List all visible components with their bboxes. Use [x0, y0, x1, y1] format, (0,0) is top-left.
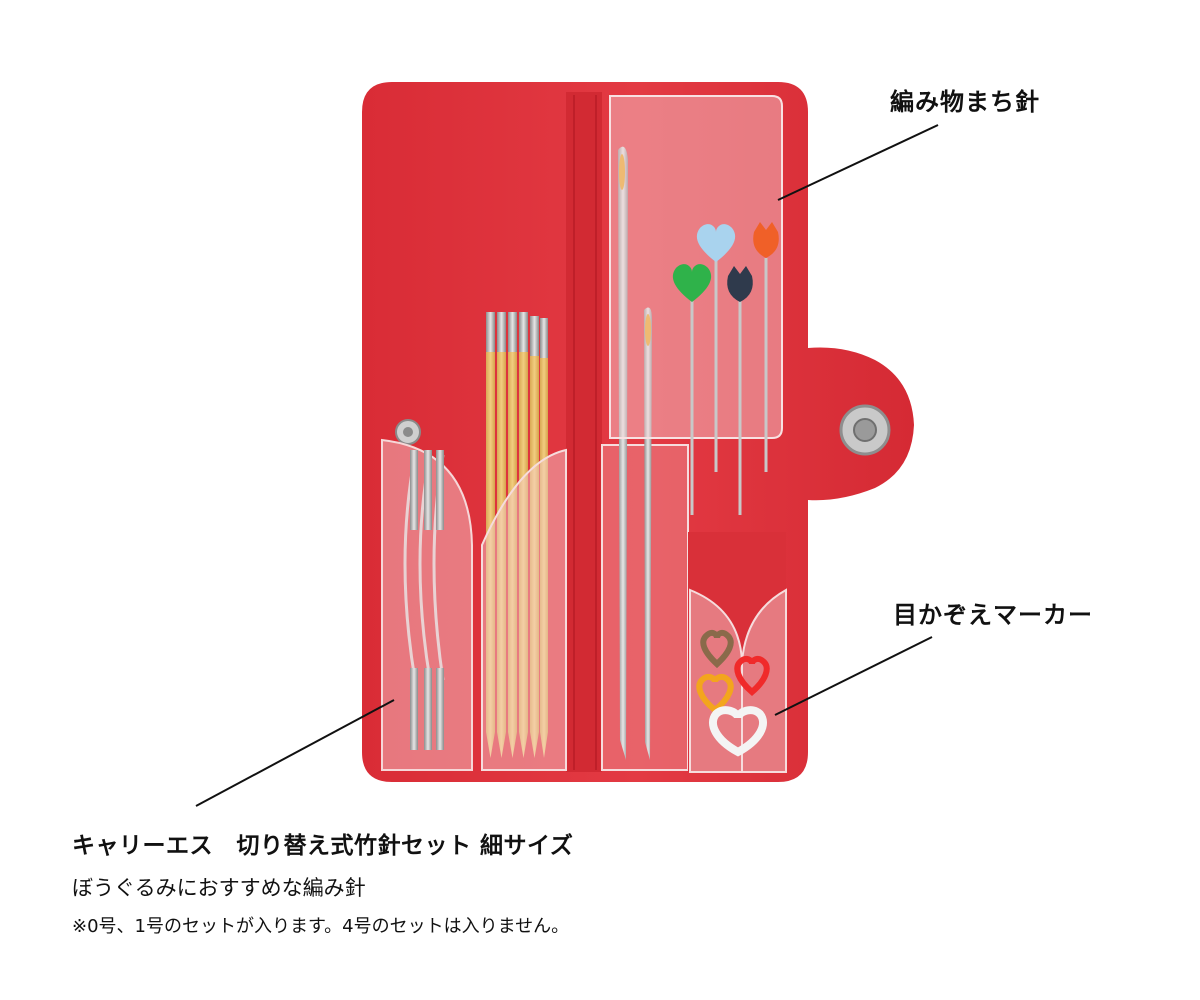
- heart-marker-red-icon: [734, 655, 770, 696]
- product-title: キャリーエス 切り替え式竹針セット 細サイズ: [72, 833, 574, 859]
- callout-line-markers: [774, 636, 933, 716]
- bamboo-needles: [486, 312, 548, 758]
- heart-marker-brown-icon: [700, 629, 734, 669]
- heart-pin-blue-icon: [696, 224, 736, 262]
- marker-pocket: [688, 532, 787, 773]
- callout-label-pins: 編み物まち針: [890, 88, 1040, 116]
- snap-button-icon[interactable]: [839, 404, 891, 456]
- callout-label-markers: 目かぞえマーカー: [893, 601, 1093, 629]
- callout-line-pins: [777, 124, 939, 201]
- product-note: ※0号、1号のセットが入ります。4号のセットは入りません。: [72, 916, 570, 937]
- product-subtitle: ぼうぐるみにおすすめな編み針: [72, 876, 366, 900]
- tulip-pin-orange-icon: [753, 222, 779, 258]
- heart-pin-green-icon: [672, 264, 712, 302]
- heart-marker-white-icon: [709, 706, 767, 757]
- tapestry-needles: [618, 146, 652, 760]
- heart-marker-yellow-icon: [696, 673, 734, 714]
- callout-line-cords: [195, 699, 395, 807]
- cord-pocket: [381, 438, 473, 771]
- tulip-pin-navy-icon: [727, 266, 753, 302]
- left-snap-icon: [395, 419, 421, 445]
